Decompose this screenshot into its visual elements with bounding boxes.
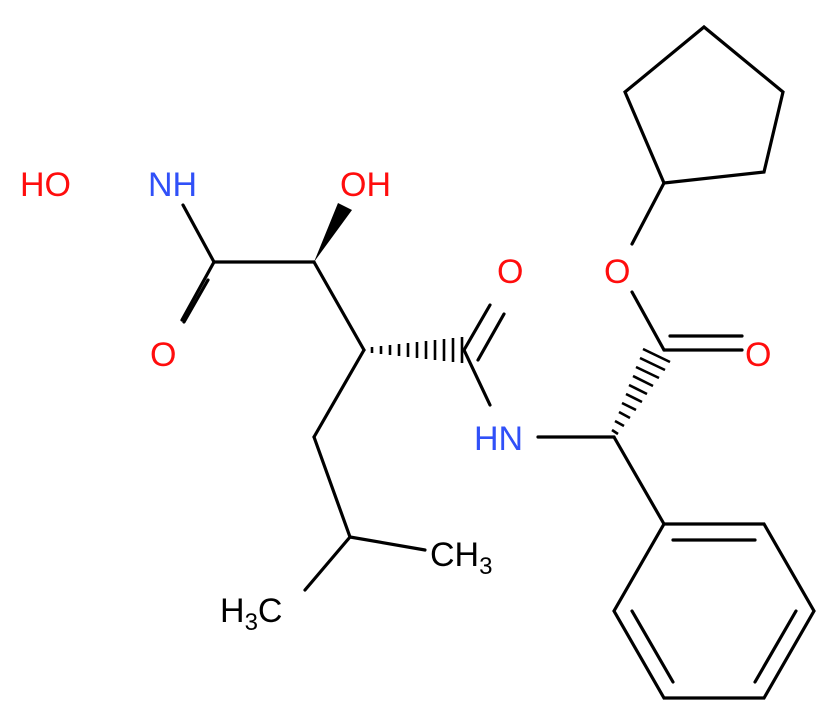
bond-choh-chibu — [312, 260, 366, 352]
atom-o-ester: O — [604, 253, 630, 291]
bond-c-o-double-1 — [180, 260, 216, 322]
atom-o-amide: O — [497, 253, 523, 291]
atom-o-carbonyl: O — [745, 336, 771, 374]
bond-amide-co-2 — [476, 312, 506, 362]
atom-ho-left: HO — [20, 166, 71, 204]
atom-nh-top: NH — [148, 166, 197, 204]
bond-amide-co-1 — [462, 303, 492, 352]
atom-ch3-right: CH3 — [430, 536, 492, 580]
atom-o-hydroxamic: O — [150, 336, 176, 374]
hash-bond-ester — [611, 347, 671, 436]
bond-ch2-ch — [312, 435, 352, 539]
bond-o-cyclopentyl — [630, 181, 666, 246]
bond-n-c — [181, 203, 216, 264]
wedge-bond-oh — [314, 203, 352, 262]
bond-ch-ch3-left — [303, 535, 352, 592]
stereo-bonds — [314, 203, 671, 436]
hash-bond-amide — [370, 337, 464, 363]
bonds — [90, 24, 816, 700]
bond-amide-cn — [462, 348, 492, 407]
atom-h3c-left: H3C — [220, 592, 282, 636]
atom-oh: OH — [340, 166, 391, 204]
bond-c-o-double-2 — [182, 278, 210, 324]
bond-ch-ch2 — [312, 348, 366, 439]
benzene-inner-3 — [630, 609, 675, 684]
benzene-inner-2 — [753, 609, 798, 684]
bond-calpha-ph — [612, 435, 666, 526]
atom-labels: HO NH OH O O HN O O CH3 H3C — [20, 166, 771, 636]
cyclopentane-ring — [623, 24, 785, 185]
bond-ch-ch3-right — [348, 535, 427, 552]
bond-ester-co — [630, 290, 666, 352]
benzene-ring — [612, 522, 816, 700]
atom-hn: HN — [474, 420, 523, 458]
